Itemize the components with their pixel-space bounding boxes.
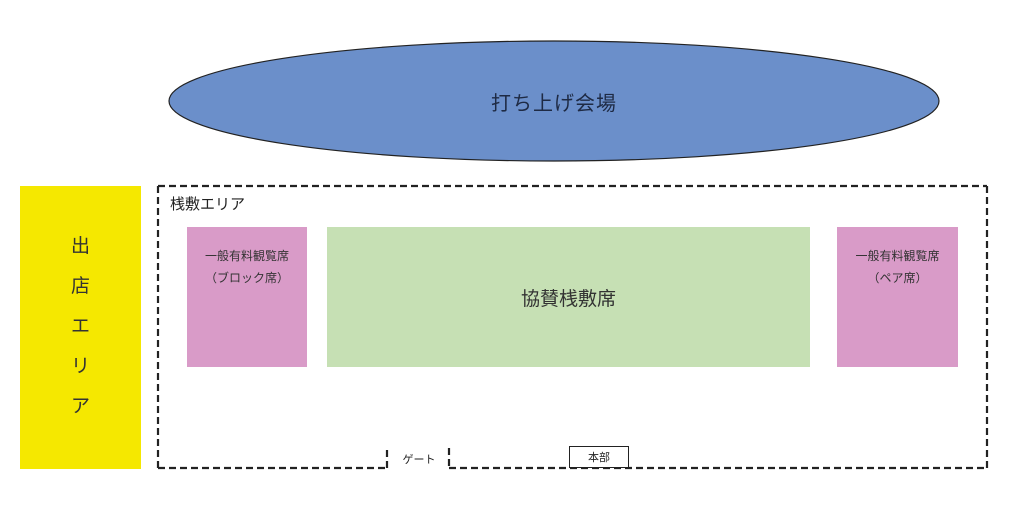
sponsor-seats-label: 協賛桟敷席 xyxy=(520,287,616,310)
general-seats-pair-line2: （ペア席） xyxy=(867,271,928,285)
hq-label: 本部 xyxy=(588,451,610,464)
general-seats-pair: 一般有料観覧席 （ペア席） xyxy=(837,227,958,367)
general-seats-pair-line1: 一般有料観覧席 xyxy=(855,249,940,263)
launch-area-label: 打ち上げ会場 xyxy=(491,90,617,115)
general-seats-block-line2: （ブロック席） xyxy=(204,271,289,285)
shop-area-label: 出 店 エ リ ア xyxy=(20,226,141,426)
general-seats-block: 一般有料観覧席 （ブロック席） xyxy=(187,227,307,367)
sponsor-seats: 協賛桟敷席 xyxy=(327,227,810,367)
launch-area: 打ち上げ会場 xyxy=(168,40,940,162)
shop-area-char: エ xyxy=(70,315,90,337)
launch-area-ellipse xyxy=(168,40,940,162)
shop-area-char: リ xyxy=(70,355,90,377)
seating-area-label: 桟敷エリア xyxy=(170,195,246,213)
shop-area-char: 出 xyxy=(70,235,90,257)
shop-area-char: ア xyxy=(70,395,90,417)
shop-area: 出 店 エ リ ア xyxy=(20,186,141,469)
shop-area-char: 店 xyxy=(70,275,90,297)
hq-box: 本部 xyxy=(569,446,629,468)
general-seats-block-line1: 一般有料観覧席 xyxy=(204,249,289,263)
gate-label: ゲート xyxy=(402,453,436,466)
